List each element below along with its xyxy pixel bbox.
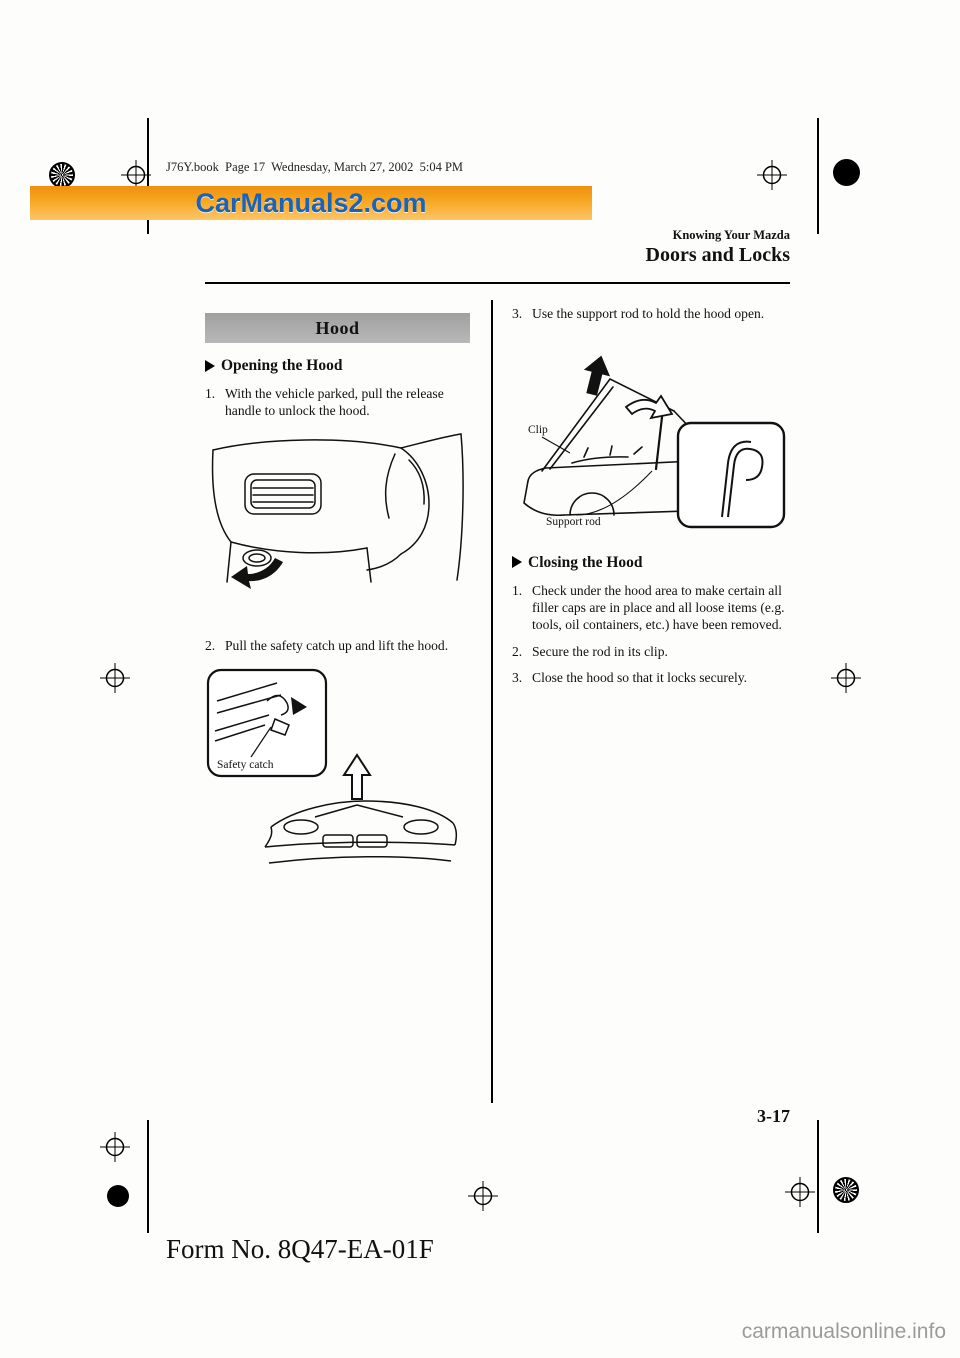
registration-pinwheel-mark [49, 162, 75, 188]
step-text: Secure the rod in its clip. [532, 643, 668, 659]
heading-text: Opening the Hood [221, 357, 343, 374]
pull-direction-arrow-icon [231, 557, 283, 589]
registration-crosshair-mark [468, 1181, 498, 1211]
carmanuals-watermark-text: CarManuals2.com [195, 187, 427, 218]
step-number: 2. [205, 637, 216, 653]
step-text: Use the support rod to hold the hood ope… [532, 306, 765, 321]
step-item: 1. Check under the hood area to make cer… [512, 583, 792, 634]
heading-marker-icon [512, 556, 522, 569]
heading-text: Closing the Hood [528, 553, 643, 571]
registration-dot-mark [107, 1185, 129, 1207]
support-rod-illustration: Clip Support rod [523, 355, 786, 529]
header-rule [205, 282, 790, 284]
step-text: Check under the hood area to make certai… [532, 583, 785, 632]
crop-line [147, 118, 149, 234]
print-job-line: J76Y.book Page 17 Wednesday, March 27, 2… [166, 160, 464, 174]
clip-label: Clip [528, 424, 548, 436]
carmanualsonline-watermark: carmanualsonline.info [741, 1320, 946, 1343]
registration-crosshair-mark [757, 160, 787, 190]
right-column: 3. Use the support rod to hold the hood … [512, 306, 792, 697]
registration-crosshair-mark [100, 1132, 130, 1162]
page-header: Knowing Your Mazda Doors and Locks [646, 228, 790, 267]
step-item: 2. Secure the rod in its clip. [512, 644, 792, 661]
step-item: 2. Pull the safety catch up and lift the… [205, 638, 470, 655]
step-number: 3. [512, 670, 523, 686]
hood-open-arrow-icon [583, 355, 611, 396]
opening-hood-heading: Opening the Hood [205, 356, 470, 375]
step-item: 3. Close the hood so that it locks secur… [512, 670, 792, 687]
topic-title-box: Hood [205, 313, 470, 343]
rod-direction-arrow-icon [624, 394, 674, 420]
step-number: 1. [205, 386, 216, 402]
registration-crosshair-mark [100, 663, 130, 693]
closing-hood-heading: Closing the Hood [512, 553, 792, 572]
registration-crosshair-mark [831, 663, 861, 693]
registration-dot-mark [833, 159, 860, 186]
release-handle-illustration [211, 433, 464, 589]
safety-catch-illustration: Safety catch [206, 668, 458, 864]
catch-direction-arrow-icon [291, 696, 307, 715]
support-rod-label: Support rod [546, 516, 601, 528]
safety-catch-label: Safety catch [217, 759, 274, 771]
step-text: Pull the safety catch up and lift the ho… [225, 637, 449, 653]
registration-crosshair-mark [121, 160, 151, 190]
registration-pinwheel-mark [833, 1177, 859, 1203]
page-title: Doors and Locks [645, 244, 790, 266]
left-column: Hood Opening the Hood 1. With the vehicl… [205, 313, 470, 875]
carmanuals-watermark-banner: CarManuals2.com [30, 186, 592, 220]
step-item: 3. Use the support rod to hold the hood … [512, 306, 792, 323]
lift-direction-arrow-icon [342, 752, 372, 800]
step-number: 1. [512, 583, 523, 599]
registration-crosshair-mark [785, 1177, 815, 1207]
step-text: With the vehicle parked, pull the releas… [225, 386, 444, 419]
crop-line [817, 118, 819, 234]
crop-line [817, 1120, 819, 1233]
step-text: Close the hood so that it locks securely… [532, 670, 748, 686]
step-number: 2. [512, 643, 523, 659]
step-item: 1. With the vehicle parked, pull the rel… [205, 386, 470, 420]
heading-marker-icon [205, 359, 215, 372]
page-number: 3-17 [757, 1106, 790, 1126]
crop-line [147, 1120, 149, 1233]
step-number: 3. [512, 306, 523, 321]
column-divider [491, 300, 493, 1103]
form-number: Form No. 8Q47-EA-01F [166, 1234, 434, 1264]
section-kicker: Knowing Your Mazda [672, 228, 790, 242]
